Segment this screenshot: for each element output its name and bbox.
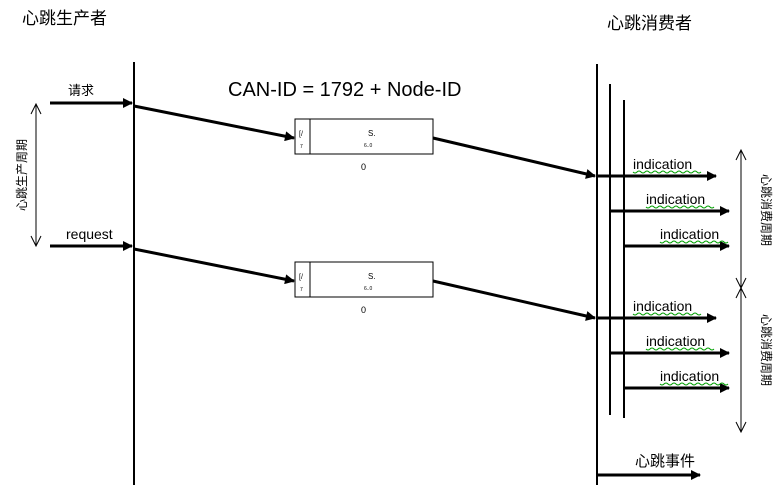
request-label-2: request <box>66 226 113 242</box>
spellcheck-underline-6 <box>659 382 729 386</box>
can-id-formula: CAN-ID = 1792 + Node-ID <box>228 79 461 101</box>
indication-label-6: indication <box>660 368 719 384</box>
send-arrow-2 <box>133 247 295 285</box>
frame-2-mid-glyph: S. <box>368 272 376 281</box>
send-arrow-1 <box>133 104 295 142</box>
frame-1-left-glyph: [/ <box>299 131 303 138</box>
indication-label-4: indication <box>633 298 692 314</box>
spellcheck-underline-3 <box>659 240 729 244</box>
request-label-1: 请求 <box>68 84 94 99</box>
indication-label-1: indication <box>633 156 692 172</box>
indication-label-5: indication <box>646 333 705 349</box>
consumer-title: 心跳消费者 <box>607 14 692 34</box>
consumer-period-2-arrowhead-bottom <box>735 421 747 434</box>
frame-2-left-glyph: [/ <box>299 274 303 281</box>
frame-2-mid-sub: 6..0 <box>364 286 373 292</box>
consumer-period-label-2: 心跳消费周期 <box>759 314 773 386</box>
producer-period-label: 心跳生产周期 <box>15 139 29 211</box>
spellcheck-underline-5 <box>645 347 715 351</box>
frame-1-below: 0 <box>361 162 366 172</box>
heartbeat-event-label: 心跳事件 <box>635 452 695 470</box>
frame-1-mid-sub: 6..0 <box>364 143 373 149</box>
spellcheck-underline-1 <box>632 170 702 174</box>
spellcheck-underline-4 <box>632 312 702 316</box>
frame-2-below: 0 <box>361 305 366 315</box>
consumer-period-label-1: 心跳消费周期 <box>759 174 773 246</box>
heartbeat-frame-1 <box>294 118 434 155</box>
indication-label-3: indication <box>660 226 719 242</box>
heartbeat-frame-2 <box>294 261 434 298</box>
producer-period-arrowhead-bottom <box>30 235 42 248</box>
frame-1-mid-glyph: S. <box>368 129 376 138</box>
receive-arrow-1 <box>432 136 596 179</box>
consumer-period-2-arrowhead-top <box>735 286 747 299</box>
receive-arrow-2 <box>432 279 596 321</box>
consumer-period-1-arrowhead-top <box>735 148 747 161</box>
frame-1-left-sub: 7 <box>300 144 303 150</box>
producer-title: 心跳生产者 <box>22 9 107 29</box>
producer-period-arrowhead-top <box>30 102 42 115</box>
spellcheck-underline-2 <box>645 205 715 209</box>
indication-label-2: indication <box>646 191 705 207</box>
frame-2-left-sub: 7 <box>300 287 303 293</box>
